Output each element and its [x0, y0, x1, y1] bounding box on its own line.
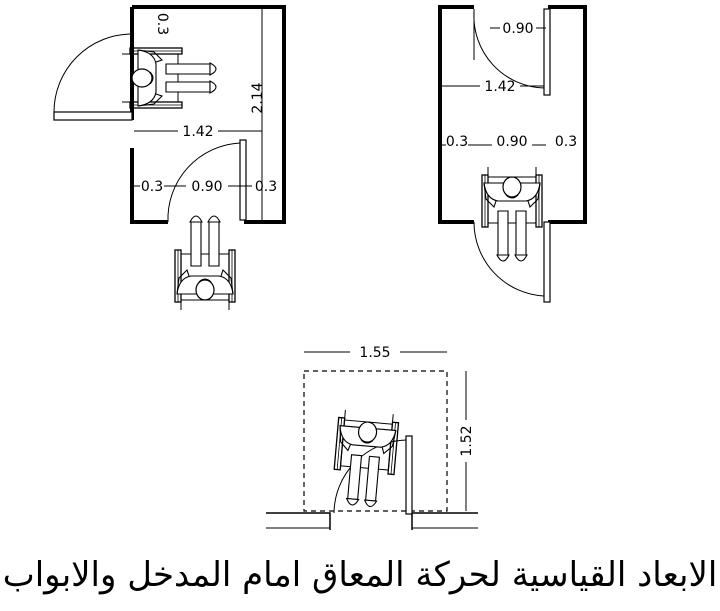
wall-right-left — [438, 5, 474, 224]
bottom-door-swing — [167, 142, 241, 223]
top-door-leaf — [543, 8, 551, 96]
dim-door-left: 0.90 — [191, 179, 222, 195]
bottom-plan-door-leaf — [405, 435, 413, 515]
wall-left-lower — [130, 148, 168, 224]
plan-bottom: 1.55 1.52 — [266, 345, 478, 530]
dim-width-bottom: 1.55 — [359, 345, 390, 361]
dim-height-left: 2.14 — [250, 82, 266, 113]
dim-door-right: 0.90 — [496, 134, 527, 150]
wall-outer — [132, 5, 286, 224]
dim-side-right-r: 0.3 — [555, 134, 577, 150]
dim-width-left: 1.42 — [182, 124, 213, 140]
plan-left: 1.42 2.14 0.3 0.3 0.90 0.3 — [53, 5, 286, 311]
wall-right-right — [548, 5, 587, 224]
dim-side-left-r: 0.3 — [446, 134, 468, 150]
bottom-door-swing-right — [473, 221, 545, 297]
plan-right: 0.90 1.42 0.3 0.90 0.3 — [438, 5, 587, 303]
clear-space-outline — [303, 370, 448, 512]
dim-width-right: 1.42 — [484, 79, 515, 95]
bottom-door-leaf-right — [543, 221, 551, 303]
wheelchair-user-right — [481, 166, 543, 262]
dim-side-right-l: 0.3 — [255, 179, 277, 195]
wall-bottom-left — [266, 512, 331, 530]
wall-bottom-right — [411, 512, 478, 530]
dim-depth-bottom: 1.52 — [459, 425, 475, 456]
wheelchair-user-bottom — [330, 408, 400, 510]
dim-door-top-right: 0.90 — [502, 21, 533, 37]
wheelchair-user-left-outside — [174, 215, 236, 311]
bottom-door-leaf — [239, 139, 247, 221]
drawing-caption: الابعاد القياسية لحركة المعاق امام المدخ… — [2, 555, 718, 595]
dim-side-left-l: 0.3 — [141, 179, 163, 195]
side-door-leaf — [53, 111, 133, 121]
side-door-swing — [53, 33, 133, 113]
plans-drawing: 1.42 2.14 0.3 0.3 0.90 0.3 0.90 — [53, 5, 587, 530]
wheelchair-user-left-inside — [121, 47, 217, 109]
dim-top-left: 0.3 — [154, 13, 170, 35]
